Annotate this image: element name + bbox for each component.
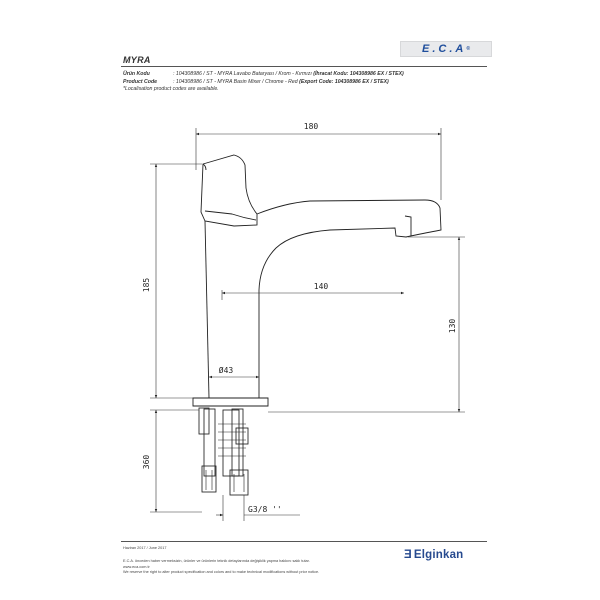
left-connector bbox=[201, 465, 217, 493]
eca-logo-reg: ® bbox=[466, 46, 471, 52]
extension-lines-spout-height bbox=[268, 236, 465, 413]
export-code-tr: (İhracat Kodu: 104308986 EX / STEX) bbox=[313, 71, 404, 77]
footer-website: www.eca.com.tr bbox=[123, 564, 150, 569]
elginkan-logo-text: Elginkan bbox=[413, 549, 464, 561]
product-code-en-value: : 104308986 / ST - MYRA Basin Mixer / Ch… bbox=[173, 78, 298, 85]
export-code-en: (Export Code: 104308986 EX / STEX) bbox=[299, 78, 389, 85]
eca-brand-logo: E.C.A® bbox=[400, 41, 492, 57]
extension-lines-height bbox=[150, 163, 202, 399]
dim-shank-label: 360 bbox=[142, 455, 151, 470]
extension-lines-shank bbox=[150, 409, 202, 513]
left-hose bbox=[203, 408, 216, 477]
dim-diameter-label: Ø43 bbox=[219, 365, 234, 375]
footer-note-en: We reserve the right to alter product sp… bbox=[123, 570, 320, 575]
localisation-note: *Localisation product codes are availabl… bbox=[123, 86, 219, 93]
shank-thread-lines bbox=[218, 423, 246, 457]
product-info-block: Ürün Kodu : 104308986 / ST - MYRA Lavabo … bbox=[123, 71, 485, 94]
dim-width-label: 180 bbox=[304, 122, 319, 131]
product-code-tr-line: Ürün Kodu : 104308986 / ST - MYRA Lavabo … bbox=[123, 71, 485, 79]
connector-detail-lines bbox=[205, 470, 245, 492]
footer-divider bbox=[121, 541, 487, 542]
dim-thread-label: G3/8 '' bbox=[248, 505, 282, 514]
product-code-tr-value: : 104308986 / ST - MYRA Lavabo Bataryası… bbox=[173, 71, 312, 77]
extension-lines-width bbox=[195, 128, 442, 200]
elginkan-mark-icon: Ǝ bbox=[404, 549, 412, 561]
left-nut-upper bbox=[198, 407, 210, 435]
right-connector bbox=[229, 469, 249, 496]
product-code-en-label: Product Code bbox=[123, 78, 158, 85]
footer-notes: E.C.A. önceden haber vermeksizin, ürünle… bbox=[123, 559, 319, 576]
footer-note-tr: E.C.A. önceden haber vermeksizin, ürünle… bbox=[123, 559, 310, 563]
dim-height-label: 185 bbox=[142, 278, 151, 293]
faucet-base-flange bbox=[192, 397, 269, 407]
footer-dates: Haziran 2017 / June 2017 bbox=[123, 546, 167, 550]
product-code-en-line: Product Code : 104308986 / ST - MYRA Basi… bbox=[123, 79, 485, 87]
lever-handle-cap-line bbox=[202, 163, 207, 171]
dim-reach-label: 140 bbox=[314, 282, 329, 291]
product-code-tr-label: Ürün Kodu bbox=[123, 71, 150, 77]
lever-handle bbox=[200, 154, 258, 227]
right-nut bbox=[235, 427, 249, 445]
header-divider bbox=[121, 66, 487, 67]
faucet-body-left bbox=[204, 220, 210, 399]
spout-aerator bbox=[404, 215, 412, 236]
right-hose bbox=[231, 408, 244, 477]
dim-spout-height-label: 130 bbox=[448, 319, 457, 334]
model-name: MYRA bbox=[123, 55, 151, 65]
extension-lines-thread bbox=[222, 495, 245, 521]
shank-assembly bbox=[198, 407, 249, 496]
lever-handle-inner-line bbox=[204, 210, 257, 221]
center-shank bbox=[222, 409, 240, 477]
eca-logo-text: E.C.A bbox=[421, 43, 467, 55]
faucet-spout bbox=[256, 199, 442, 291]
